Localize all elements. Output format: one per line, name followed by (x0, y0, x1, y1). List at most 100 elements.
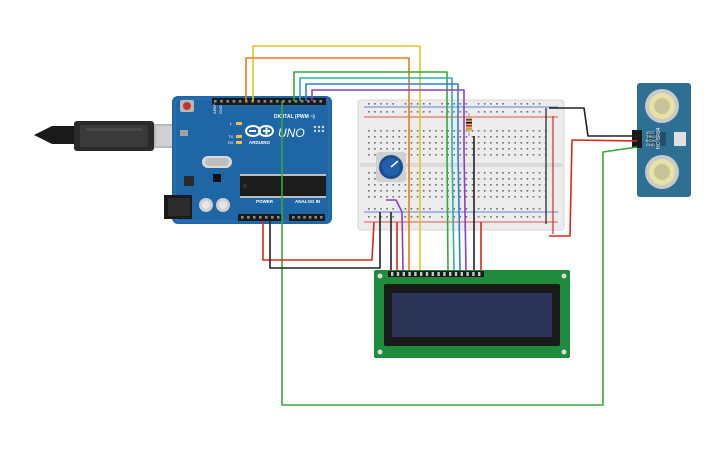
lcd-pin (425, 272, 429, 276)
breadboard-hole (429, 142, 431, 144)
wire-purple-pot[interactable] (386, 199, 404, 271)
breadboard-hole (496, 111, 498, 113)
breadboard-hole (526, 190, 529, 192)
breadboard-hole (526, 148, 529, 150)
breadboard-hole (386, 208, 388, 210)
breadboard-hole (532, 216, 535, 218)
breadboard-hole (441, 136, 443, 138)
wire-yellow[interactable] (252, 45, 421, 270)
wire-purple[interactable] (311, 89, 467, 271)
wire-red-power[interactable] (262, 221, 375, 261)
breadboard-hole (514, 196, 516, 198)
breadboard-hole (514, 103, 516, 105)
breadboard-hole (422, 216, 425, 218)
header-pin (251, 100, 254, 103)
sensor-pin-gnd: GND (646, 142, 655, 147)
breadboard-hole (490, 130, 492, 132)
header-pin (259, 216, 262, 219)
sensor-pin-echo: ECHO (646, 138, 658, 143)
breadboard-hole (532, 172, 535, 174)
wire-green-sensor[interactable] (281, 101, 638, 406)
breadboard-hole (514, 130, 516, 132)
breadboard-hole (514, 178, 516, 180)
breadboard-hole (477, 103, 480, 105)
wire-black-power[interactable] (269, 212, 381, 269)
breadboard-hole (483, 111, 486, 113)
breadboard-hole (416, 111, 419, 113)
wire-red-sensor[interactable] (549, 139, 638, 237)
breadboard-hole (526, 136, 529, 138)
breadboard-hole (514, 190, 516, 192)
breadboard-hole (502, 148, 504, 150)
breadboard-hole (538, 154, 541, 156)
lcd-module[interactable] (374, 270, 570, 358)
breadboard-hole (538, 142, 541, 144)
wire-orange[interactable] (245, 57, 410, 270)
breadboard-hole (459, 184, 462, 186)
arduino-uno-board[interactable]: DIGITAL (PWM ~) AREF GND L TX RX UNO ARD… (164, 96, 332, 224)
wire-green[interactable] (293, 71, 449, 271)
breadboard-hole (477, 184, 480, 186)
breadboard-hole (380, 184, 382, 186)
breadboard-hole (465, 184, 468, 186)
breadboard-hole (410, 111, 413, 113)
lcd-pin (443, 272, 446, 276)
breadboard-hole (471, 184, 474, 186)
breadboard-hole (502, 178, 504, 180)
wire-teal[interactable] (299, 77, 455, 271)
header-pin (214, 100, 217, 103)
breadboard-hole (368, 154, 370, 156)
wire-black-sensor[interactable] (549, 107, 637, 137)
breadboard-hole (538, 190, 541, 192)
header-pin (303, 216, 306, 219)
breadboard-hole (422, 178, 425, 180)
breadboard-hole (526, 208, 529, 210)
breadboard-hole (465, 178, 468, 180)
lcd-pin (391, 272, 394, 276)
breadboard-hole (441, 111, 443, 113)
breadboard-hole (526, 130, 529, 132)
breadboard-hole (483, 142, 486, 144)
breadboard-hole (459, 136, 462, 138)
breadboard-hole (453, 142, 455, 144)
breadboard-hole (453, 196, 455, 198)
wire-blue[interactable] (305, 83, 461, 271)
breadboard-hole (416, 172, 419, 174)
breadboard-hole (490, 196, 492, 198)
breadboard-hole (410, 148, 413, 150)
analog-header[interactable] (289, 214, 325, 221)
breadboard-hole (392, 130, 394, 132)
breadboard-hole (368, 172, 370, 174)
breadboard-hole (392, 142, 394, 144)
breadboard-hole (471, 142, 474, 144)
breadboard-hole (514, 172, 516, 174)
breadboard-hole (422, 154, 425, 156)
breadboard-hole (441, 130, 443, 132)
lcd-pin (466, 272, 469, 276)
header-pin (245, 100, 248, 103)
breadboard-hole (416, 190, 419, 192)
breadboard-hole (453, 208, 455, 210)
header-pin (238, 100, 242, 103)
lcd-pin (420, 272, 423, 276)
breadboard-hole (410, 190, 413, 192)
breadboard-hole (490, 103, 492, 105)
breadboard-hole (374, 142, 376, 144)
breadboard-hole (490, 172, 492, 174)
ultrasonic-sensor[interactable]: HC-SR04 VCC TRIG ECHO GND (632, 83, 691, 197)
breadboard-hole (465, 208, 468, 210)
breadboard-hole (374, 103, 376, 105)
breadboard-hole (520, 148, 523, 150)
breadboard-hole (477, 190, 480, 192)
lcd-pin-header[interactable] (388, 271, 484, 277)
potentiometer[interactable] (376, 152, 406, 182)
breadboard-hole (374, 130, 376, 132)
breadboard-hole (490, 190, 492, 192)
breadboard-hole (368, 190, 370, 192)
uno-logo-text: UNO (278, 126, 305, 140)
breadboard-hole (380, 142, 382, 144)
breadboard-hole (416, 154, 419, 156)
digital-header[interactable] (212, 98, 326, 105)
breadboard-hole (368, 184, 370, 186)
breadboard-hole (410, 178, 413, 180)
